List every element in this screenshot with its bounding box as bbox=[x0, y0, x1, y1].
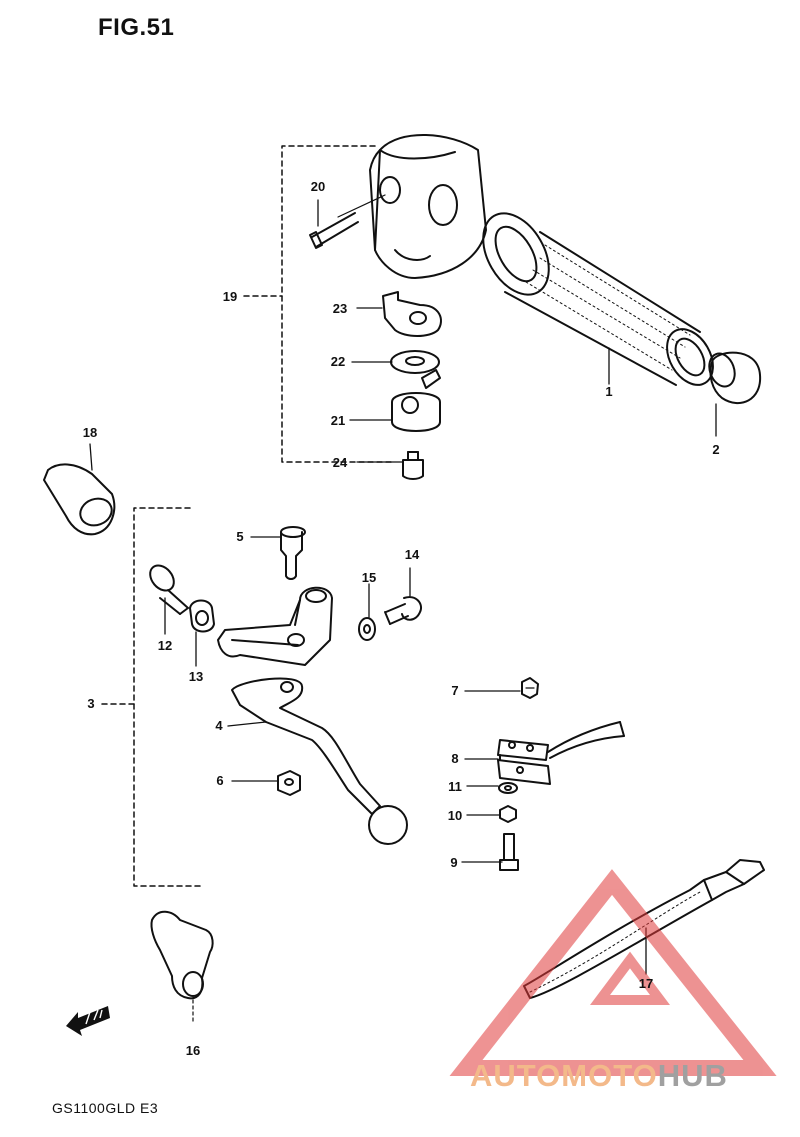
callout-7: 7 bbox=[451, 683, 459, 698]
part-8-switch bbox=[497, 721, 625, 785]
part-9-screw bbox=[499, 833, 519, 871]
part-22-washer bbox=[390, 350, 441, 389]
part-19-lever-holder bbox=[369, 133, 487, 279]
callout-15: 15 bbox=[361, 570, 377, 585]
part-3-lever-bracket bbox=[217, 586, 333, 666]
part-23-holder-piece bbox=[382, 291, 442, 337]
part-18-cover bbox=[43, 463, 116, 536]
callout-5: 5 bbox=[236, 529, 244, 544]
automotohub-triangle-logo bbox=[449, 869, 777, 1076]
callout-1: 1 bbox=[605, 384, 613, 399]
callout-21: 21 bbox=[330, 413, 346, 428]
callout-4: 4 bbox=[215, 718, 223, 733]
part-17-band bbox=[523, 859, 765, 999]
watermark-brand-part2: HUB bbox=[657, 1058, 728, 1093]
callout-8: 8 bbox=[451, 751, 459, 766]
part-4-clutch-lever bbox=[231, 677, 408, 845]
part-6-nut bbox=[277, 770, 301, 796]
part-13-nut bbox=[189, 599, 215, 633]
callout-2: 2 bbox=[712, 442, 720, 457]
leader-lines bbox=[89, 199, 717, 975]
callout-20: 20 bbox=[310, 179, 326, 194]
callout-3: 3 bbox=[87, 696, 95, 711]
callout-23: 23 bbox=[332, 301, 348, 316]
part-5-pin bbox=[280, 526, 306, 580]
watermark-brand: AUTOMOTOHUB bbox=[470, 1058, 728, 1094]
callout-17: 17 bbox=[638, 976, 654, 991]
part-1-handle-grip bbox=[482, 212, 714, 386]
figure-title: FIG.51 bbox=[98, 14, 175, 41]
assembly-bracket-3 bbox=[101, 507, 201, 887]
part-20-screw bbox=[309, 194, 386, 249]
callout-9: 9 bbox=[450, 855, 458, 870]
part-2-grip-end bbox=[708, 351, 762, 404]
part-21-bushing bbox=[391, 392, 441, 432]
callout-24: 24 bbox=[332, 455, 348, 470]
callout-13: 13 bbox=[188, 669, 204, 684]
callout-12: 12 bbox=[157, 638, 173, 653]
callout-19: 19 bbox=[222, 289, 238, 304]
callout-22: 22 bbox=[330, 354, 346, 369]
part-15-washer bbox=[358, 617, 376, 641]
assembly-bracket-19 bbox=[243, 145, 396, 463]
front-direction-arrow-icon bbox=[66, 1006, 110, 1036]
part-11-washer bbox=[498, 782, 518, 794]
callout-10: 10 bbox=[447, 808, 463, 823]
part-10-nut bbox=[499, 805, 517, 823]
part-7-screw bbox=[521, 677, 539, 699]
callout-6: 6 bbox=[216, 773, 224, 788]
callout-16: 16 bbox=[185, 1043, 201, 1058]
callout-18: 18 bbox=[82, 425, 98, 440]
callout-11: 11 bbox=[448, 779, 462, 794]
watermark-brand-part1: AUTOMOTO bbox=[470, 1058, 658, 1093]
part-24-bolt bbox=[402, 451, 424, 480]
callout-14: 14 bbox=[404, 547, 420, 562]
model-code: GS1100GLD E3 bbox=[52, 1100, 159, 1116]
part-12-bolt bbox=[149, 564, 189, 615]
part-14-bolt bbox=[384, 596, 422, 625]
part-16-lever-cover bbox=[150, 910, 214, 1023]
